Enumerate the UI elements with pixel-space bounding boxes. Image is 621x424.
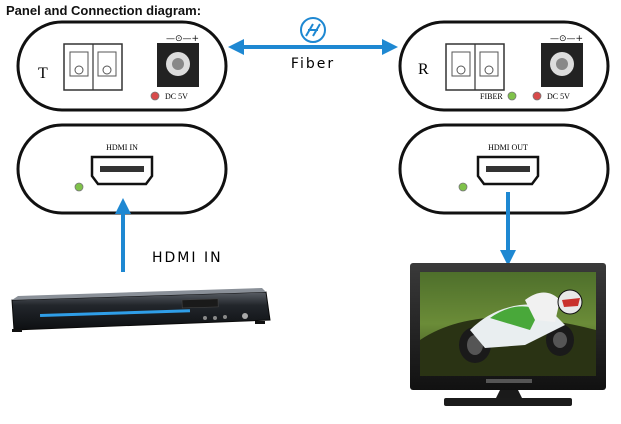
power-led-transmitter <box>150 91 160 101</box>
status-led-receiver <box>458 182 468 192</box>
hdmi-port-in <box>90 155 154 186</box>
status-led-transmitter <box>74 182 84 192</box>
transmitter-power-label: DC 5V <box>165 92 188 101</box>
power-led-receiver <box>532 91 542 101</box>
fiber-led-receiver <box>507 91 517 101</box>
dc-jack-transmitter: —⊙—+ <box>157 34 199 87</box>
transmitter-panel: T —⊙—+ DC 5V <box>16 20 228 112</box>
television <box>410 263 606 406</box>
transmitter-letter: T <box>38 65 48 82</box>
svg-text:—⊙—+: —⊙—+ <box>550 34 583 44</box>
fiber-port-receiver <box>445 43 505 91</box>
receiver-letter: R <box>418 61 429 78</box>
hdmi-out-port-label: HDMI OUT <box>488 143 528 152</box>
hdmi-port-out <box>476 155 540 186</box>
svg-text:—⊙—+: —⊙—+ <box>166 34 199 44</box>
receiver-hdmi-panel: HDMI OUT <box>398 123 610 215</box>
dvd-player <box>11 288 271 332</box>
transmitter-hdmi-panel: HDMI IN <box>16 123 228 215</box>
receiver-panel: R FIBER —⊙—+ DC 5V <box>398 20 610 112</box>
fiber-optic-icon <box>300 17 326 43</box>
tv-screen-image <box>420 272 596 376</box>
receiver-power-label: DC 5V <box>547 92 570 101</box>
receiver-fiber-label: FIBER <box>480 92 503 101</box>
fiber-label: Fiber <box>291 56 335 72</box>
fiber-link: Fiber <box>228 17 398 72</box>
dc-jack-receiver: —⊙—+ <box>541 34 583 87</box>
fiber-port-transmitter <box>63 43 123 91</box>
hdmi-in-port-label: HDMI IN <box>106 143 138 152</box>
page-title: Panel and Connection diagram: <box>6 3 202 18</box>
hdmi-in-label: HDMI IN <box>152 250 223 266</box>
